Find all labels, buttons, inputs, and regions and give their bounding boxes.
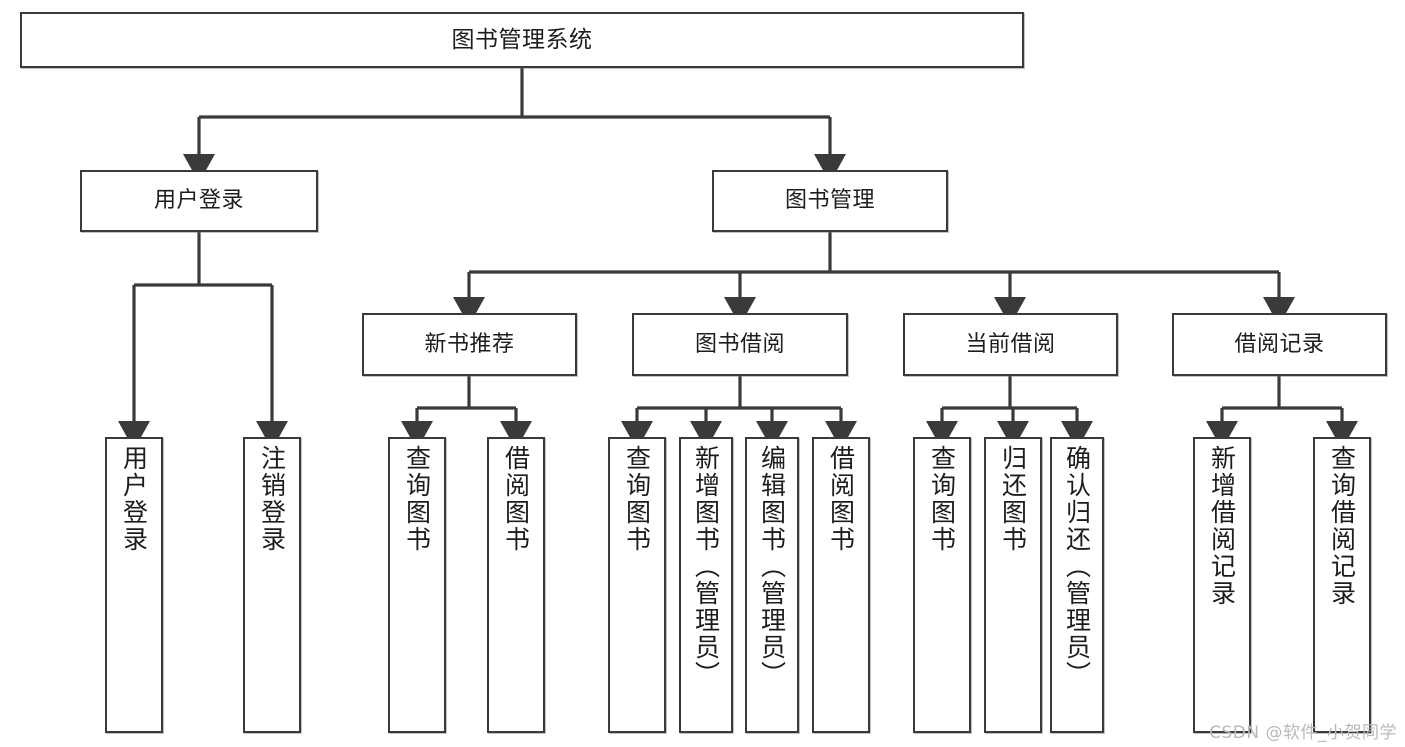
node-label: 当前借阅 xyxy=(965,331,1056,357)
leaf-confirm-return-admin[interactable]: 确认归还（管理员） xyxy=(1050,437,1104,733)
leaf-add-borrow-record[interactable]: 新增借阅记录 xyxy=(1193,437,1251,733)
leaf-borrow-books-borrowing[interactable]: 借阅图书 xyxy=(812,437,870,733)
node-label: 归还图书 xyxy=(998,445,1028,553)
node-label: 查询图书 xyxy=(402,445,432,553)
node-label: 图书管理系统 xyxy=(451,26,593,53)
node-new-book-recommendation[interactable]: 新书推荐 xyxy=(362,313,577,376)
node-label: 注销登录 xyxy=(257,445,287,553)
node-label: 图书管理 xyxy=(784,188,875,213)
node-root-system[interactable]: 图书管理系统 xyxy=(20,12,1024,68)
node-user-login[interactable]: 用户登录 xyxy=(80,170,318,232)
leaf-query-books-current[interactable]: 查询图书 xyxy=(913,437,971,733)
node-label: 确认归还（管理员） xyxy=(1062,445,1092,688)
node-label: 借阅图书 xyxy=(826,445,856,553)
leaf-query-borrow-record[interactable]: 查询借阅记录 xyxy=(1313,437,1371,733)
node-label: 借阅图书 xyxy=(501,445,531,553)
node-label: 用户登录 xyxy=(153,188,244,213)
node-book-management[interactable]: 图书管理 xyxy=(712,170,948,232)
node-label: 图书借阅 xyxy=(694,331,785,357)
leaf-edit-book-admin[interactable]: 编辑图书（管理员） xyxy=(745,437,799,733)
node-label: 新增图书（管理员） xyxy=(691,445,721,688)
node-label: 查询图书 xyxy=(927,445,957,553)
node-book-borrowing[interactable]: 图书借阅 xyxy=(632,313,848,376)
node-label: 编辑图书（管理员） xyxy=(757,445,787,688)
leaf-user-login[interactable]: 用户登录 xyxy=(105,437,163,733)
node-label: 新增借阅记录 xyxy=(1207,445,1237,607)
leaf-add-book-admin[interactable]: 新增图书（管理员） xyxy=(679,437,733,733)
node-label: 新书推荐 xyxy=(424,331,515,357)
node-label: 用户登录 xyxy=(119,445,149,553)
leaf-query-books-borrowing[interactable]: 查询图书 xyxy=(608,437,666,733)
leaf-borrow-books-recommendation[interactable]: 借阅图书 xyxy=(487,437,545,733)
leaf-logout[interactable]: 注销登录 xyxy=(243,437,301,733)
node-label: 查询借阅记录 xyxy=(1327,445,1357,607)
node-label: 查询图书 xyxy=(622,445,652,553)
leaf-query-books-recommendation[interactable]: 查询图书 xyxy=(388,437,446,733)
node-current-borrowing[interactable]: 当前借阅 xyxy=(903,313,1118,376)
node-borrowing-record[interactable]: 借阅记录 xyxy=(1172,313,1387,376)
leaf-return-books[interactable]: 归还图书 xyxy=(984,437,1042,733)
node-label: 借阅记录 xyxy=(1234,331,1325,357)
